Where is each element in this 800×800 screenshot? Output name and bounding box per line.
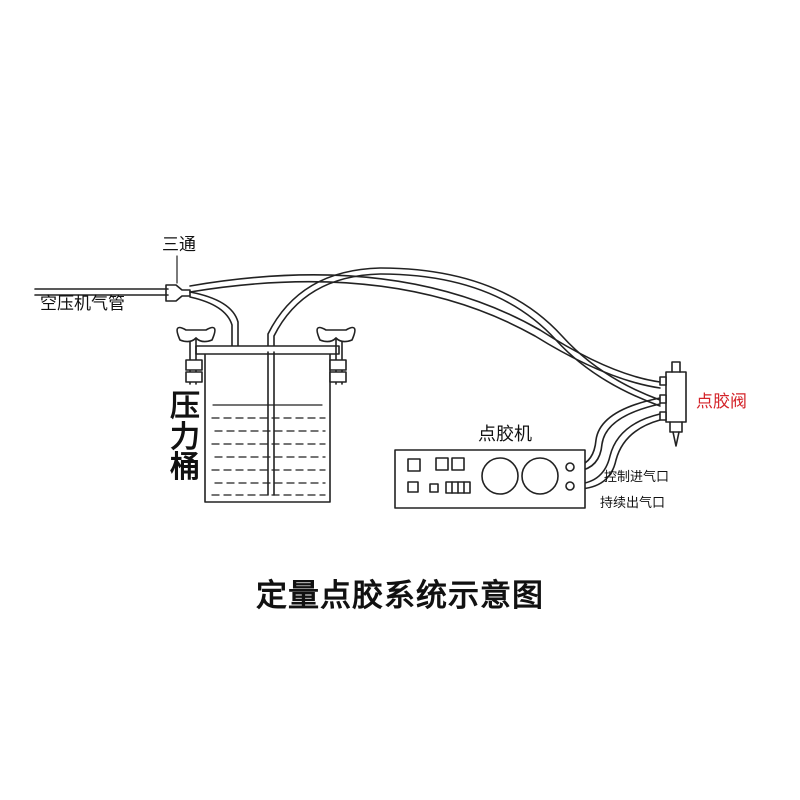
tee-connector xyxy=(165,255,191,302)
valve-label: 点胶阀 xyxy=(696,392,747,412)
right-wing-clamp xyxy=(316,326,356,385)
tank-liquid xyxy=(211,417,326,496)
hose-tee-to-tank xyxy=(189,291,239,349)
hose-sustain-outlet xyxy=(577,413,661,490)
control-inlet-label: 控制进气口 xyxy=(604,470,670,485)
sustain-outlet-label: 持续出气口 xyxy=(600,496,666,511)
dispenser-machine xyxy=(394,449,586,509)
pressure-tank xyxy=(176,326,356,503)
air-compressor-hose xyxy=(34,288,169,296)
hose-tee-to-valve xyxy=(189,274,661,389)
hose-control-inlet xyxy=(577,397,661,472)
dispensing-valve xyxy=(659,361,687,447)
dispenser-label: 点胶机 xyxy=(478,424,532,445)
left-wing-clamp xyxy=(176,326,216,385)
glue-hose-tank-to-valve xyxy=(267,267,661,407)
diagram-title: 定量点胶系统示意图 xyxy=(256,578,544,614)
pressure-tank-label: 压力桶 xyxy=(170,389,200,486)
tee-label: 三通 xyxy=(162,235,196,255)
air-hose-label: 空压机气管 xyxy=(40,294,125,314)
